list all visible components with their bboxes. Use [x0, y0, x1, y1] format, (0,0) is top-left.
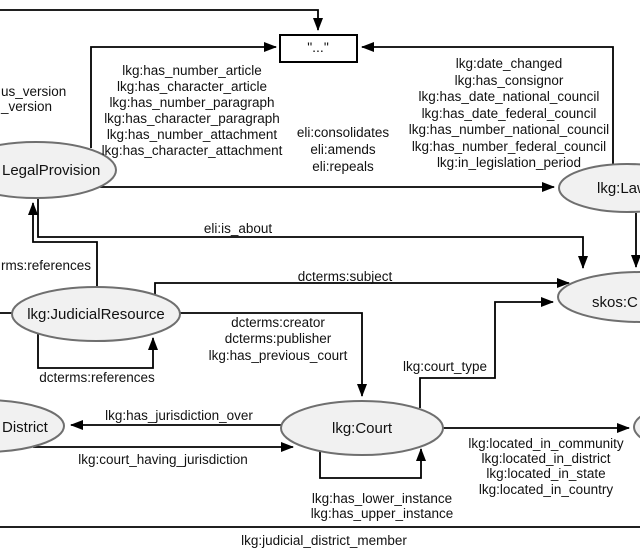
node-judicial-district-shape	[0, 399, 65, 453]
edge-label-is-about: eli:is_about	[204, 221, 273, 236]
edge-label-law-lit-5: lkg:has_number_federal_council	[412, 139, 606, 154]
edge-label-court-type: lkg:court_type	[403, 359, 487, 374]
edge-label-eli-2: eli:repeals	[312, 159, 374, 174]
edge-provision-to-literal	[90, 42, 277, 148]
edge-label-located-0: lkg:located_in_community	[468, 436, 624, 451]
edge-label-instance-0: lkg:has_lower_instance	[312, 491, 452, 506]
node-judicial-district-label: District	[2, 419, 49, 436]
edge-label-version-1: _version	[0, 99, 52, 114]
edge-resource-to-court	[180, 312, 367, 397]
node-court-label: lkg:Court	[332, 420, 393, 437]
edge-references-self-loop	[37, 334, 158, 369]
node-judicial-resource-shape	[11, 286, 181, 342]
edge-label-law-lit-0: lkg:date_changed	[456, 56, 563, 71]
node-concept-label: skos:C	[592, 294, 638, 311]
node-legal-provision-shape	[0, 141, 117, 199]
node-location-shape	[633, 415, 640, 439]
edge-court-type	[419, 297, 554, 408]
node-law-label: lkg:Law	[597, 180, 640, 197]
edge-label-eli-0: eli:consolidates	[297, 125, 390, 140]
literal-box	[279, 34, 358, 63]
literal-box-label: "..."	[307, 39, 329, 55]
edge-references-to-provision	[28, 202, 98, 288]
edge-label-located-2: lkg:located_in_state	[486, 466, 605, 481]
edge-label-references-top: rms:references	[1, 258, 91, 273]
edge-label-prov-lit-4: lkg:has_number_attachment	[107, 127, 278, 142]
edge-label-law-lit-2: lkg:has_date_national_council	[419, 89, 600, 104]
node-concept-shape	[557, 271, 640, 323]
node-judicial-resource-label: lkg:JudicialResource	[27, 306, 165, 323]
edge-label-prov-lit-0: lkg:has_number_article	[122, 63, 262, 78]
edge-label-res-court-2: lkg:has_previous_court	[209, 348, 348, 363]
edge-label-located-1: lkg:located_in_district	[481, 451, 610, 466]
edge-label-having-jurisdiction: lkg:court_having_jurisdiction	[78, 452, 248, 467]
edge-label-located-3: lkg:located_in_country	[479, 482, 614, 497]
edge-subject	[154, 278, 570, 295]
edge-label-prov-lit-1: lkg:has_character_article	[117, 79, 267, 94]
edge-label-law-lit-1: lkg:has_consignor	[455, 73, 564, 88]
node-legal-provision-label: LegalProvision	[2, 162, 100, 179]
edge-label-instance-1: lkg:has_upper_instance	[311, 506, 454, 521]
edge-label-prov-lit-3: lkg:has_character_paragraph	[104, 111, 280, 126]
edge-law-to-literal	[361, 42, 614, 166]
edge-label-prov-lit-2: lkg:has_number_paragraph	[109, 95, 274, 110]
edge-court-instance-loop	[319, 448, 426, 479]
edge-label-res-court-1: dcterms:publisher	[225, 331, 332, 346]
node-law-shape	[558, 163, 640, 213]
edge-label-eli-1: eli:amends	[310, 142, 376, 157]
node-court-shape	[280, 400, 444, 456]
edge-is-about	[37, 199, 588, 269]
edge-label-law-lit-6: lkg:in_legislation_period	[437, 155, 581, 170]
edge-label-subject: dcterms:subject	[298, 269, 393, 284]
edge-label-prov-lit-5: lkg:has_character_attachment	[102, 143, 283, 158]
edge-label-district-member: lkg:judicial_district_member	[241, 533, 407, 548]
edge-label-version-0: us_version	[1, 84, 66, 99]
edge-label-law-lit-3: lkg:has_date_federal_council	[422, 106, 597, 121]
edge-version-to-literal	[0, 9, 323, 31]
edge-label-references-loop: dcterms:references	[39, 370, 155, 385]
edge-label-res-court-0: dcterms:creator	[231, 315, 325, 330]
edge-label-jurisdiction-over: lkg:has_jurisdiction_over	[105, 408, 253, 423]
edge-label-law-lit-4: lkg:has_number_national_council	[409, 122, 609, 137]
